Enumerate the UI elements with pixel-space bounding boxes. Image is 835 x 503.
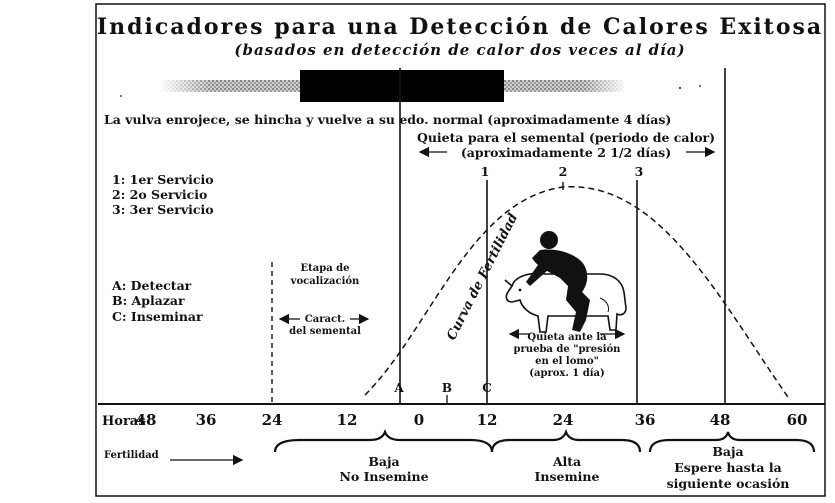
- boar-traits-label: Caract.: [305, 314, 345, 325]
- service-legend-2: 2: 2o Servicio: [112, 187, 207, 202]
- hour-tick-60: 60: [787, 411, 808, 429]
- zone-high-title: Alta: [552, 454, 581, 469]
- action-legend-a: A: Detectar: [111, 278, 192, 293]
- diagram-subtitle: (basados en detección de calor dos veces…: [234, 41, 685, 59]
- hour-tick-24a: 24: [262, 411, 283, 429]
- brace-high: [490, 428, 642, 453]
- stand-boar-duration: (aproximadamente 2 1/2 días): [461, 145, 671, 160]
- action-legend-c: C: Inseminar: [112, 309, 203, 324]
- diagram-title: Indicadores para una Detección de Calore…: [97, 14, 823, 40]
- person-icon: [526, 231, 590, 332]
- hour-tick-36a: 36: [196, 411, 217, 429]
- zone-low-before-title: Baja: [368, 454, 399, 469]
- stand-boar-text: Quieta para el semental (periodo de calo…: [417, 130, 715, 145]
- pressure-test-line-1: Quieta ante la: [527, 332, 607, 343]
- zone-low-after-advice: Espere hasta la: [674, 460, 781, 475]
- service-legend-1: 1: 1er Servicio: [112, 172, 214, 187]
- action-marker-a: A: [393, 381, 404, 395]
- hour-tick-24b: 24: [553, 411, 574, 429]
- zone-low-before-advice: No Insemine: [339, 469, 428, 484]
- pressure-test-line-2: prueba de "presión: [514, 344, 622, 355]
- hour-tick-48b: 48: [710, 411, 731, 429]
- service-marker-3: 3: [635, 164, 644, 179]
- action-marker-b: B: [442, 381, 452, 395]
- action-marker-c: C: [482, 381, 492, 395]
- hour-tick-48a: 48: [136, 411, 157, 429]
- vocalization-label-2: vocalización: [290, 276, 360, 287]
- action-legend-b: B: Aplazar: [112, 293, 185, 308]
- hour-tick-0: 0: [414, 411, 424, 429]
- vulva-swelling-text: La vulva enrojece, se hincha y vuelve a …: [104, 112, 671, 127]
- service-legend-3: 3: 3er Servicio: [112, 202, 214, 217]
- pressure-test-line-4: (aprox. 1 día): [529, 368, 605, 379]
- service-marker-2: 2: [559, 164, 568, 179]
- zone-low-after-title: Baja: [712, 444, 743, 459]
- diagram-frame: [95, 3, 826, 497]
- vocalization-label: Etapa de: [300, 263, 349, 274]
- pressure-test-line-3: en el lomo": [535, 356, 599, 367]
- hours-label: Horas: [102, 414, 146, 429]
- fertility-curve-label: Curva de Fertilidad: [444, 211, 521, 343]
- zone-low-after-advice-2: siguiente ocasión: [667, 476, 790, 491]
- brace-low-before: [273, 428, 494, 453]
- hour-tick-12a: 12: [337, 411, 358, 429]
- zone-high-advice: Insemine: [535, 469, 600, 484]
- swelling-bar: [120, 70, 701, 102]
- boar-traits-label-2: del semental: [289, 326, 361, 337]
- service-marker-1: 1: [481, 164, 490, 179]
- hour-tick-36b: 36: [635, 411, 656, 429]
- fertility-curve: [364, 186, 791, 401]
- hour-tick-12b: 12: [477, 411, 498, 429]
- fertility-label: Fertilidad: [104, 450, 159, 461]
- brace-low-after: [648, 431, 816, 453]
